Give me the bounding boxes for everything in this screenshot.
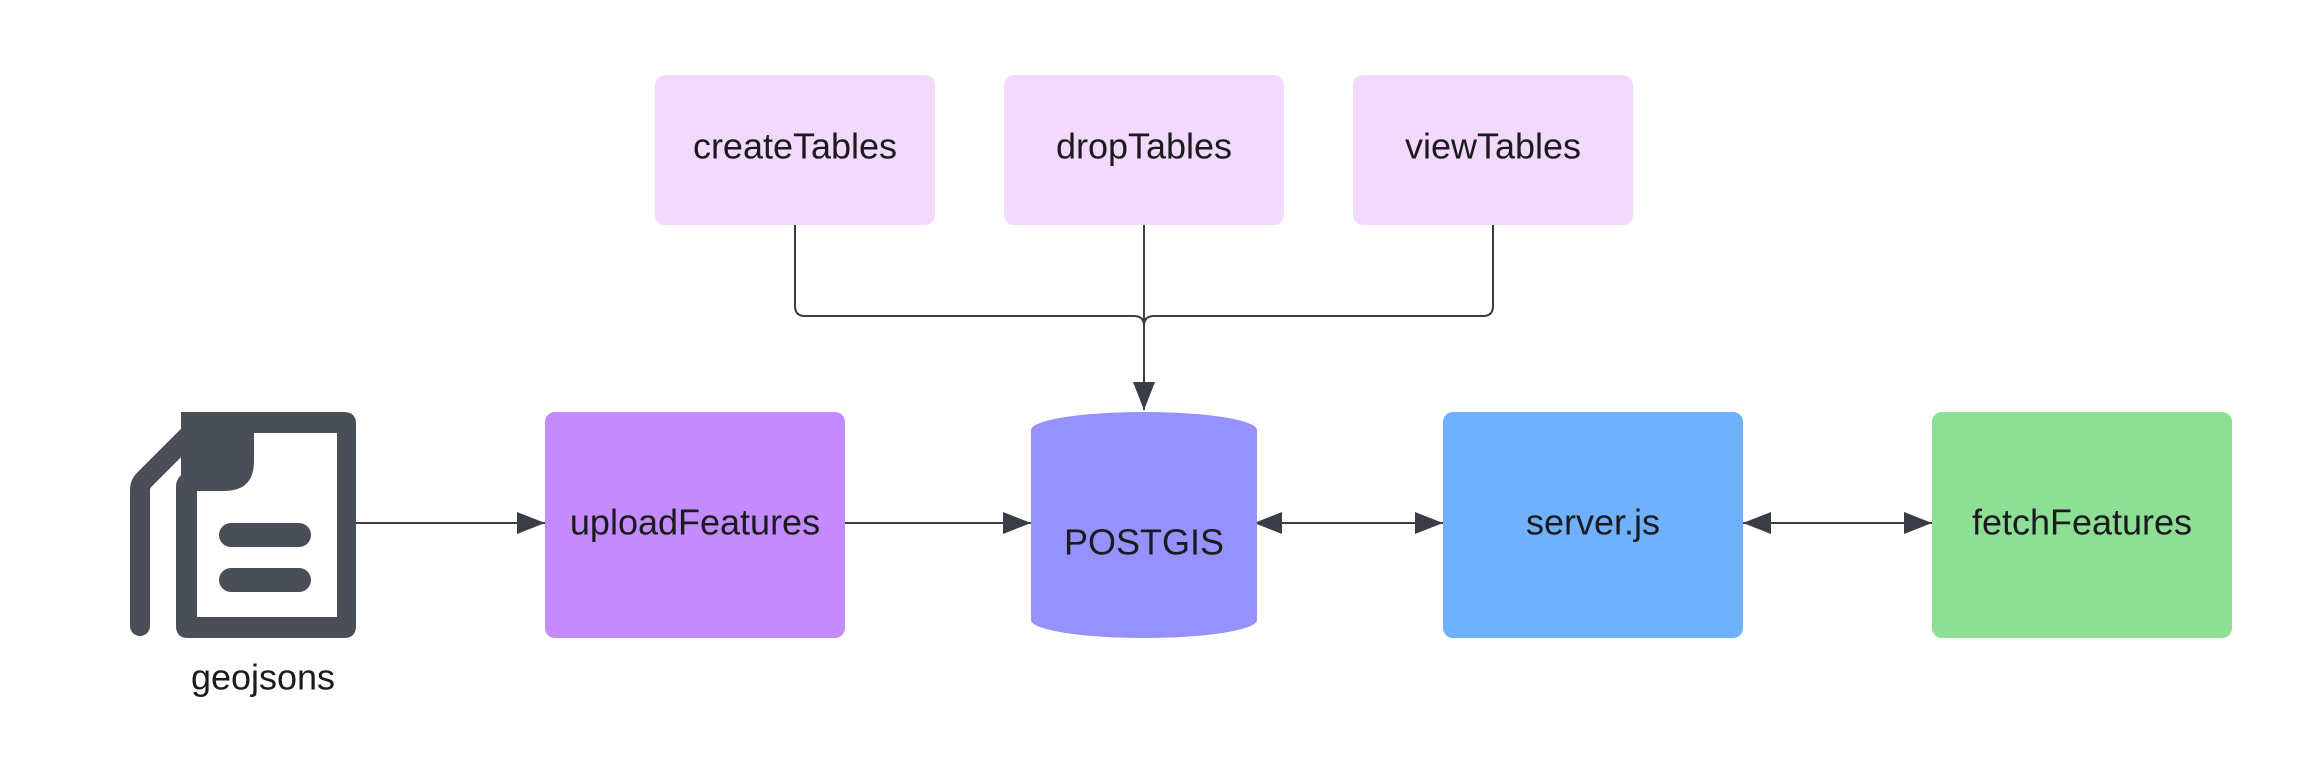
postgis-database-node[interactable]: POSTGIS (1031, 412, 1257, 638)
upload-features-label: uploadFeatures (570, 502, 820, 543)
drop-tables-node[interactable]: dropTables (1004, 75, 1284, 225)
view-tables-node[interactable]: viewTables (1353, 75, 1633, 225)
create-tables-node[interactable]: createTables (655, 75, 935, 225)
table-connectors (794, 225, 1494, 410)
connector-view-tables (1143, 225, 1494, 327)
postgis-label: POSTGIS (1064, 522, 1224, 563)
view-tables-label: viewTables (1405, 126, 1581, 167)
upload-features-node[interactable]: uploadFeatures (545, 412, 845, 638)
fetch-features-node[interactable]: fetchFeatures (1932, 412, 2232, 638)
create-tables-label: createTables (693, 126, 897, 167)
server-node[interactable]: server.js (1443, 412, 1743, 638)
fetch-features-label: fetchFeatures (1972, 502, 2192, 543)
drop-tables-label: dropTables (1056, 126, 1232, 167)
server-label: server.js (1526, 502, 1660, 543)
connector-create-tables (794, 225, 1145, 327)
document-stack-icon (130, 412, 356, 638)
geojsons-label: geojsons (191, 657, 335, 698)
